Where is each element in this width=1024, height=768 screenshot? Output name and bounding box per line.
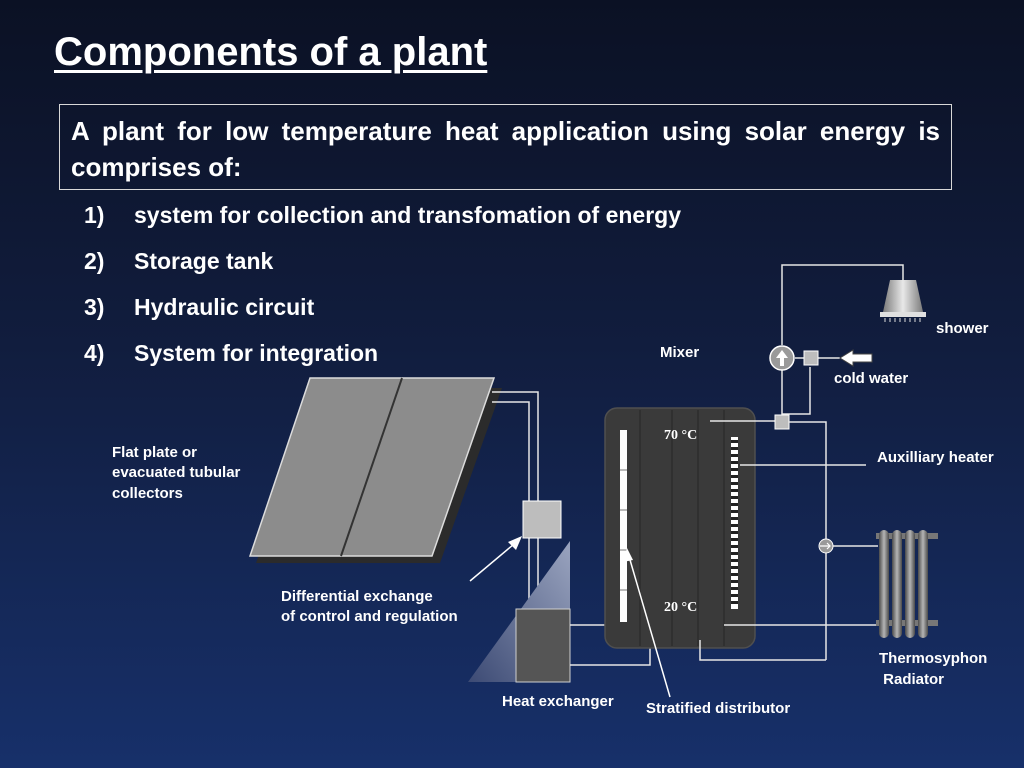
collectors-label-line: Flat plate or bbox=[112, 444, 197, 461]
control-label: Differential exchange of control and reg… bbox=[281, 588, 458, 625]
list-item-number: 1) bbox=[84, 202, 105, 228]
hot-water-circuit bbox=[710, 264, 904, 422]
solar-collector bbox=[248, 377, 502, 563]
tank-body bbox=[604, 407, 756, 649]
cold-water-label: cold water bbox=[834, 370, 908, 387]
radiator-label-line: Radiator bbox=[879, 671, 944, 688]
stratified-distributor-ports bbox=[620, 469, 627, 591]
components-list: 1) system for collection and transfomatio… bbox=[84, 200, 681, 384]
cold-water-arrow-icon bbox=[839, 349, 873, 367]
mixer-pump-icon bbox=[769, 345, 795, 371]
shower-label: shower bbox=[936, 320, 989, 337]
collectors-label-line: evacuated tubular bbox=[112, 464, 241, 481]
collectors-label: Flat plate or evacuated tubular collecto… bbox=[112, 444, 245, 502]
collectors-label-line: collectors bbox=[112, 485, 183, 502]
temp-top-label: 70 °C bbox=[664, 428, 697, 443]
list-item: 4) System for integration bbox=[84, 338, 681, 384]
heat-exchanger-box bbox=[515, 608, 571, 683]
shower-head-icon bbox=[880, 280, 926, 322]
control-pointer-arrowhead bbox=[508, 536, 522, 550]
heat-exchanger bbox=[468, 541, 571, 683]
list-item-label: Hydraulic circuit bbox=[134, 294, 315, 320]
list-item-label: system for collection and transfomation … bbox=[134, 202, 681, 228]
mixer-label: Mixer bbox=[660, 344, 699, 361]
distributor-pointer-arrowhead bbox=[623, 548, 633, 562]
control-label-line: Differential exchange bbox=[281, 588, 433, 605]
list-item-label: Storage tank bbox=[134, 248, 274, 274]
heat-exchanger-label: Heat exchanger bbox=[502, 693, 614, 710]
stratified-distributor-label: Stratified distributor bbox=[646, 700, 790, 717]
list-item-label: System for integration bbox=[134, 340, 379, 366]
control-pointer bbox=[469, 538, 521, 582]
storage-tank: 70 °C 20 °C bbox=[604, 407, 756, 649]
valve bbox=[774, 414, 790, 430]
circulation-pump-icon bbox=[818, 538, 834, 554]
auxiliary-heater-label: Auxilliary heater bbox=[877, 449, 994, 466]
list-item: 2) Storage tank bbox=[84, 246, 681, 292]
heating-circuit bbox=[699, 421, 878, 661]
stratified-distributor-tube bbox=[620, 430, 627, 622]
temp-bottom-label: 20 °C bbox=[664, 600, 697, 615]
list-item: 1) system for collection and transfomatio… bbox=[84, 200, 681, 246]
auxiliary-heater-element bbox=[731, 437, 738, 609]
intro-text-box: A plant for low temperature heat applica… bbox=[59, 104, 952, 190]
list-item-number: 4) bbox=[84, 340, 105, 366]
list-item-number: 3) bbox=[84, 294, 105, 320]
list-item: 3) Hydraulic circuit bbox=[84, 292, 681, 338]
distributor-pointer bbox=[627, 552, 671, 698]
collector-divider bbox=[340, 377, 403, 557]
page-title: Components of a plant bbox=[54, 30, 488, 74]
cold-water-valve bbox=[803, 350, 819, 366]
radiator-icon bbox=[876, 530, 938, 638]
control-unit bbox=[522, 500, 562, 539]
control-label-line: of control and regulation bbox=[281, 608, 458, 625]
radiator-label-line: Thermosyphon bbox=[879, 650, 987, 667]
radiator-label: Thermosyphon Radiator bbox=[0, 0, 1008, 688]
list-item-number: 2) bbox=[84, 248, 105, 274]
